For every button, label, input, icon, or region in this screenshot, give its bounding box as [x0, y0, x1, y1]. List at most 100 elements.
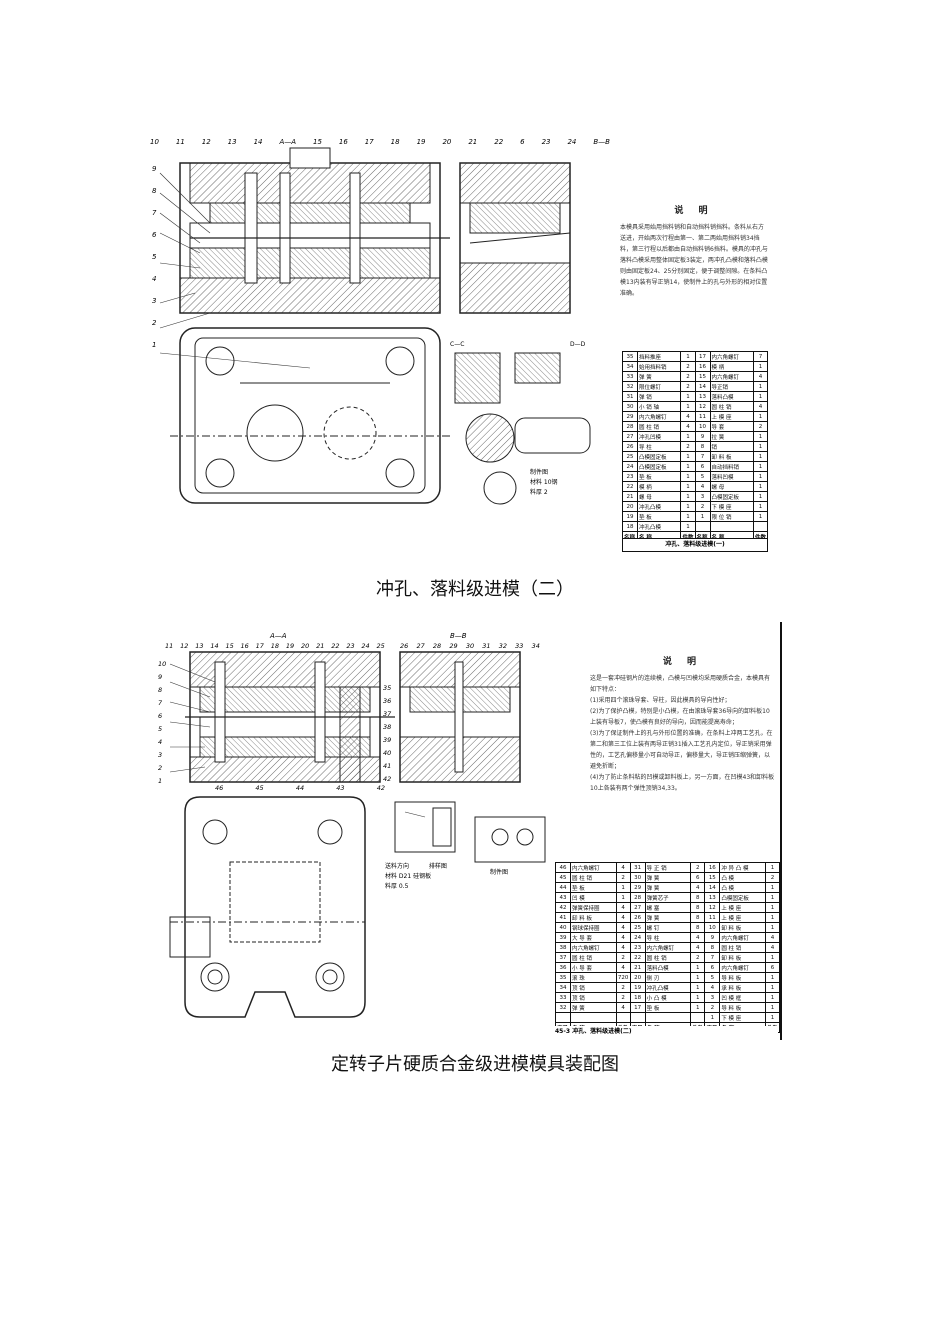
table-cell: 27 — [629, 902, 646, 913]
table-cell: 2 — [752, 421, 769, 432]
table-cell: 1 — [752, 511, 769, 522]
table-cell: 4 — [615, 932, 631, 943]
thickness-label: 料厚 0.5 — [385, 883, 409, 890]
layout-label: 排样图 — [428, 863, 447, 870]
table-cell: 1 — [764, 1002, 780, 1013]
table-cell: 内六角螺钉 — [570, 942, 617, 953]
callout: 17 — [364, 138, 374, 146]
table-cell: 20 — [622, 501, 638, 512]
callout: 11 — [175, 138, 185, 146]
table-cell: 3 — [694, 491, 711, 502]
callout: 42 — [383, 775, 392, 783]
callout: 45 — [255, 784, 264, 792]
table-cell: 2 — [615, 952, 631, 963]
figure-caption-2: 定转子片硬质合金级进模模具装配图 — [331, 1054, 619, 1075]
table-cell: 32 — [622, 381, 638, 392]
table-cell: 垫 板 — [570, 882, 617, 893]
table-cell: 4 — [704, 982, 721, 993]
table-cell: 圆 柱 销 — [709, 401, 754, 412]
assembly-drawing-1 — [159, 147, 591, 505]
table-cell: 1 — [752, 501, 769, 512]
table-cell: 4 — [694, 481, 711, 492]
table-cell: 36 — [555, 962, 571, 973]
table-cell: 凸模固定板 — [636, 461, 682, 472]
table-cell: 31 — [629, 862, 646, 873]
table-cell: 2 — [690, 862, 706, 873]
table-cell: 4 — [615, 962, 631, 973]
table-cell: 13 — [704, 892, 721, 903]
table-cell: 24 — [629, 932, 646, 943]
table-cell: 4 — [615, 922, 631, 933]
table-cell: 1 — [752, 491, 769, 502]
table-cell: 拉 簧 — [709, 431, 754, 442]
table-cell: 1 — [764, 902, 780, 913]
table-cell: 下 模 座 — [709, 501, 754, 512]
callout: 24 — [567, 138, 577, 146]
table-cell: 上 模 座 — [719, 902, 766, 913]
table-cell: 1 — [752, 411, 769, 422]
table-cell: 垫 板 — [636, 471, 682, 482]
table-cell: 冲孔凸模 — [644, 982, 692, 993]
table-cell: 导 柱 — [644, 932, 692, 943]
table-cell: 4 — [752, 401, 769, 412]
table-cell: 弹簧芯子 — [644, 892, 692, 903]
callout-row-top: 11 12 13 14 15 16 17 18 19 20 21 22 23 2… — [165, 642, 385, 650]
table-cell: 2 — [690, 952, 706, 963]
callout: 42 — [376, 784, 385, 792]
table-cell: 35 — [622, 351, 638, 362]
table-cell: 4 — [752, 371, 769, 382]
table-cell: 落料凸模 — [644, 962, 692, 973]
table-cell: 1 — [615, 882, 631, 893]
callout: 43 — [336, 784, 345, 792]
table-cell: 12 — [694, 401, 711, 412]
callout: 7 — [158, 699, 163, 707]
callout: 22 — [494, 138, 504, 146]
table-cell: 小 销 轴 — [636, 401, 682, 412]
table-cell: 4 — [680, 421, 696, 432]
table-cell: 1 — [690, 972, 706, 983]
callout: 15 — [225, 642, 234, 650]
callout: 19 — [285, 642, 295, 650]
table-cell: 凸模固定板 — [709, 491, 754, 502]
table-cell: 7 — [704, 952, 721, 963]
callout: 8 — [158, 686, 163, 694]
table-cell: 1 — [680, 431, 696, 442]
table-cell: 1 — [680, 391, 696, 402]
table-cell: 39 — [555, 932, 571, 943]
callout: 16 — [338, 138, 348, 146]
table-cell: 螺 塞 — [644, 902, 692, 913]
callout: 18 — [390, 138, 400, 146]
table-cell: 1 — [752, 441, 769, 452]
table-cell: 8 — [704, 942, 721, 953]
table-cell: 19 — [629, 982, 646, 993]
callout: 22 — [331, 642, 340, 650]
table-cell: 14 — [704, 882, 721, 893]
table-cell: 1 — [764, 992, 780, 1003]
table-cell: 4 — [764, 932, 780, 943]
callout: 4 — [158, 738, 163, 746]
table-cell: 内六角螺钉 — [719, 932, 766, 943]
table-cell: 导 套 — [709, 421, 754, 432]
table-cell: 螺 母 — [709, 481, 754, 492]
table-cell: 8 — [694, 441, 711, 452]
table-cell: 圆 柱 销 — [570, 872, 617, 883]
callout: 6 — [158, 712, 163, 720]
table-cell: 凸模固定板 — [636, 451, 682, 462]
callout: 19 — [416, 138, 426, 146]
table-cell: 1 — [764, 922, 780, 933]
table-cell — [709, 521, 754, 532]
table-cell: 1 — [680, 491, 696, 502]
callout: 16 — [240, 642, 249, 650]
table-cell: 4 — [615, 942, 631, 953]
table-cell: 22 — [622, 481, 638, 492]
table-cell: 41 — [555, 912, 571, 923]
table-cell: 4 — [690, 942, 706, 953]
table-cell: 1 — [752, 431, 769, 442]
table-cell: 26 — [622, 441, 638, 452]
